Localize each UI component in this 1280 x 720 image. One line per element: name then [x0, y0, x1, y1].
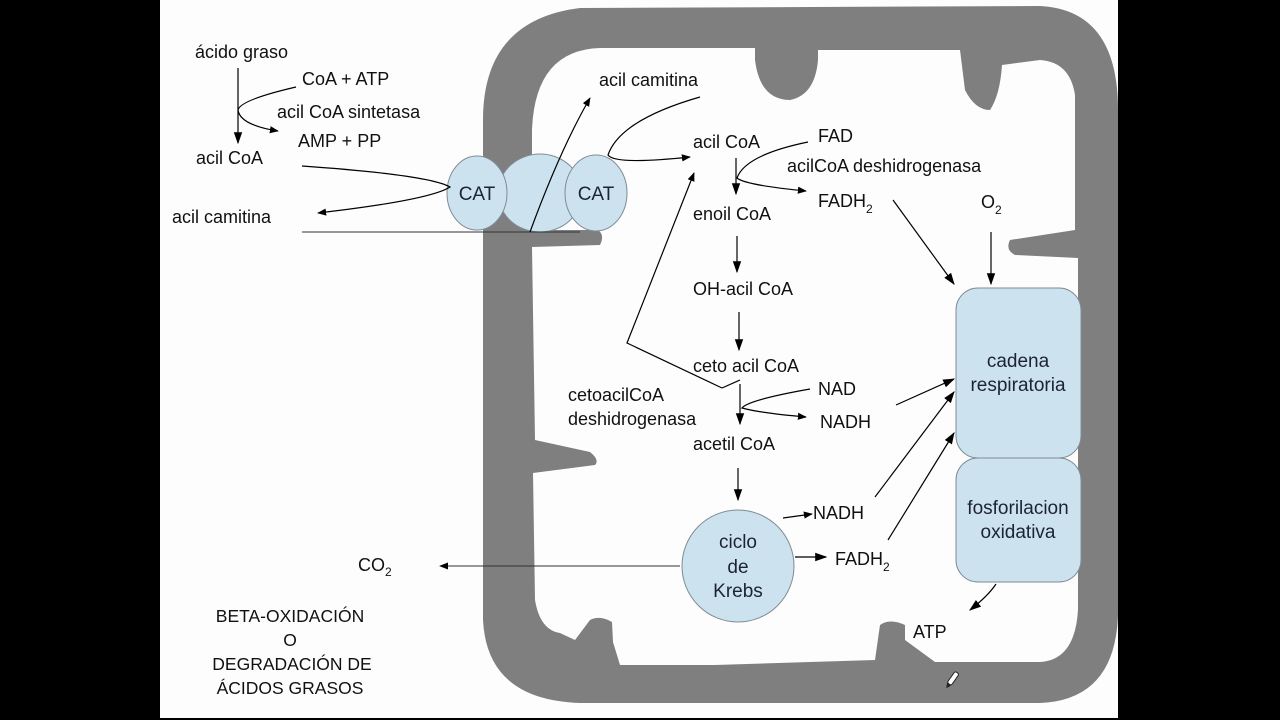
arrow-recycle-to-acilcoa	[626, 172, 723, 389]
ceto-acil-coa-label: ceto acil CoA	[693, 356, 799, 376]
arrow-acilcoa-to-cat	[301, 165, 452, 216]
arrow-nadh-to-cadena	[895, 378, 956, 406]
title-line-4: ÁCIDOS GRASOS	[217, 678, 364, 698]
arrow-nad-to-nadh	[740, 388, 811, 420]
acetil-coa-label: acetil CoA	[693, 434, 775, 454]
krebs-circle	[681, 509, 795, 623]
mitochondrial-membrane	[483, 6, 1118, 703]
fosfo-label-1: fosforilacion	[967, 498, 1068, 519]
acil-carnitina-cytosol-label: acil camitina	[172, 207, 272, 227]
cytosol-arrows	[233, 68, 701, 233]
arrow-fadh2-to-cadena	[892, 199, 955, 285]
acido-graso-label: ácido graso	[195, 42, 288, 62]
respiratory-chain: cadena respiratoria fosforilacion oxidat…	[955, 287, 1082, 583]
acil-coa-matrix-label: acil CoA	[693, 132, 760, 152]
o2-label: O2	[981, 192, 1002, 217]
nadh-label: NADH	[820, 412, 871, 432]
krebs-cycle: ciclo de Krebs	[681, 509, 795, 623]
cadena-label-1: cadena	[987, 351, 1050, 372]
acilcoa-deshidrogenasa-label: acilCoA deshidrogenasa	[787, 156, 982, 176]
arrow-ceto-recycle	[721, 379, 741, 389]
arrow-carnitina-into-matrix	[529, 97, 591, 233]
matrix-arrows	[626, 141, 997, 611]
cat-left-protein	[446, 155, 508, 231]
enoil-coa-label: enoil CoA	[693, 204, 771, 224]
fadh2-label: FADH2	[818, 191, 873, 216]
atp-label: ATP	[913, 622, 947, 642]
title-line-1: BETA-OXIDACIÓN	[216, 605, 364, 626]
cadena-respiratoria-box	[955, 287, 1082, 459]
cadena-label-2: respiratoria	[970, 375, 1065, 396]
cetoacilcoa-label-1: cetoacilCoA	[568, 385, 664, 405]
arrow-krebs-to-nadh	[782, 511, 813, 519]
arrow-carnitina-to-acilcoa	[607, 96, 701, 162]
oh-acil-coa-label: OH-acil CoA	[693, 279, 793, 299]
co2-label: CO2	[358, 555, 392, 579]
amp-pp-label: AMP + PP	[298, 131, 381, 151]
fosforilacion-oxidativa-box	[955, 457, 1082, 583]
coa-atp-label: CoA + ATP	[302, 69, 389, 89]
cat-right-protein	[564, 154, 628, 232]
fosfo-label-2: oxidativa	[981, 522, 1056, 543]
krebs-label-1: ciclo	[719, 532, 757, 553]
cat-right-label: CAT	[578, 184, 615, 205]
fad-label: FAD	[818, 126, 853, 146]
krebs-label-2: de	[727, 557, 748, 578]
title-line-2: O	[283, 630, 297, 650]
carnitine-transporter: CAT CAT	[446, 153, 628, 233]
cat-left-label: CAT	[459, 184, 496, 205]
title-line-3: DEGRADACIÓN DE	[212, 653, 371, 674]
arrow-krebs-fadh2-to-cadena	[887, 431, 955, 541]
acil-coa-sintetasa-label: acil CoA sintetasa	[277, 102, 421, 122]
arrow-fad-to-fadh2	[736, 141, 809, 194]
acil-coa-cytosol-label: acil CoA	[196, 148, 263, 168]
acil-carnitina-matrix-label: acil camitina	[599, 70, 699, 90]
diagram-title: BETA-OXIDACIÓN O DEGRADACIÓN DE ÁCIDOS G…	[212, 605, 371, 698]
cetoacilcoa-label-2: deshidrogenasa	[568, 409, 697, 429]
arrow-sintetasa-curve	[237, 86, 297, 134]
krebs-nadh-label: NADH	[813, 503, 864, 523]
arrow-krebs-nadh-to-cadena	[874, 391, 955, 498]
krebs-fadh2-label: FADH2	[835, 549, 890, 574]
krebs-label-3: Krebs	[713, 581, 763, 602]
pen-cursor-icon	[946, 671, 959, 689]
arrow-fosfo-to-atp	[969, 583, 997, 611]
nad-label: NAD	[818, 379, 856, 399]
